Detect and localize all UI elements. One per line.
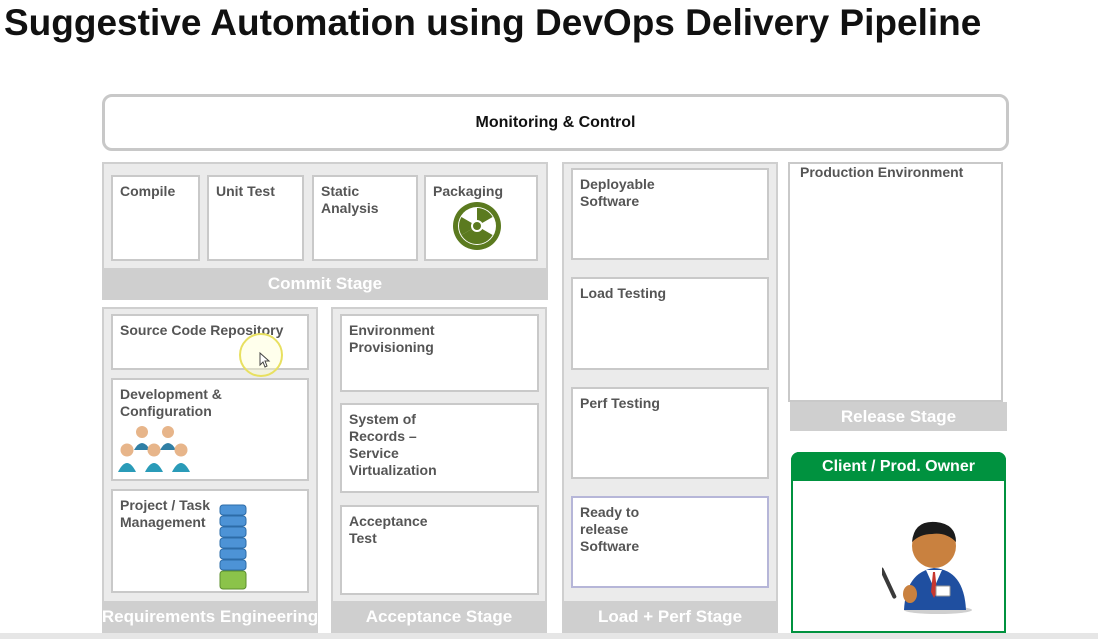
ready-to-release-label: Ready to release Software (580, 504, 640, 554)
static-analysis-label: Static Analysis (321, 183, 379, 216)
load-perf-stage-label: Load + Perf Stage (562, 601, 778, 632)
bottom-scroll-strip (0, 633, 1098, 639)
service-virtualization-label: System of Records – Service Virtualizati… (349, 411, 437, 478)
client-header: Client / Prod. Owner (791, 452, 1006, 481)
source-code-repository-label: Source Code Repository (120, 322, 284, 338)
project-task-management-box: Project / Task Management (111, 489, 309, 593)
mouse-cursor-icon (239, 333, 283, 377)
deployable-software-box: Deployable Software (571, 168, 769, 260)
acceptance-test-box: Acceptance Test (340, 505, 539, 595)
release-stage-label: Release Stage (790, 402, 1007, 431)
database-stack-icon (219, 504, 247, 590)
radiation-icon (453, 202, 501, 250)
team-people-icon (118, 426, 190, 472)
load-testing-label: Load Testing (580, 285, 667, 301)
environment-provisioning-label: Environment Provisioning (349, 322, 435, 355)
project-task-management-label: Project / Task Management (120, 497, 211, 530)
business-person-icon (882, 521, 972, 614)
commit-stage-label: Commit Stage (102, 268, 548, 299)
perf-testing-label: Perf Testing (580, 395, 660, 411)
acceptance-stage-label: Acceptance Stage (331, 601, 547, 632)
ready-to-release-box: Ready to release Software (571, 496, 769, 588)
unit-test-label: Unit Test (216, 183, 275, 199)
compile-box: Compile (111, 175, 200, 261)
load-testing-box: Load Testing (571, 277, 769, 370)
packaging-label: Packaging (433, 183, 504, 199)
monitoring-control-label: Monitoring & Control (475, 113, 636, 131)
production-environment-box: Production Environment (788, 162, 1003, 402)
monitoring-control-banner: Monitoring & Control (102, 94, 1009, 151)
static-analysis-box: Static Analysis (312, 175, 418, 261)
source-code-repository-box: Source Code Repository (111, 314, 309, 370)
service-virtualization-box: System of Records – Service Virtualizati… (340, 403, 539, 493)
perf-testing-box: Perf Testing (571, 387, 769, 479)
production-environment-label: Production Environment (800, 164, 964, 180)
page-title: Suggestive Automation using DevOps Deliv… (4, 2, 982, 43)
development-configuration-label: Development & Configuration (120, 386, 222, 419)
requirements-stage-label: Requirements Engineering (102, 601, 318, 632)
unit-test-box: Unit Test (207, 175, 304, 261)
deployable-software-label: Deployable Software (580, 176, 655, 209)
environment-provisioning-box: Environment Provisioning (340, 314, 539, 392)
compile-label: Compile (120, 183, 176, 199)
acceptance-test-label: Acceptance Test (349, 513, 428, 546)
